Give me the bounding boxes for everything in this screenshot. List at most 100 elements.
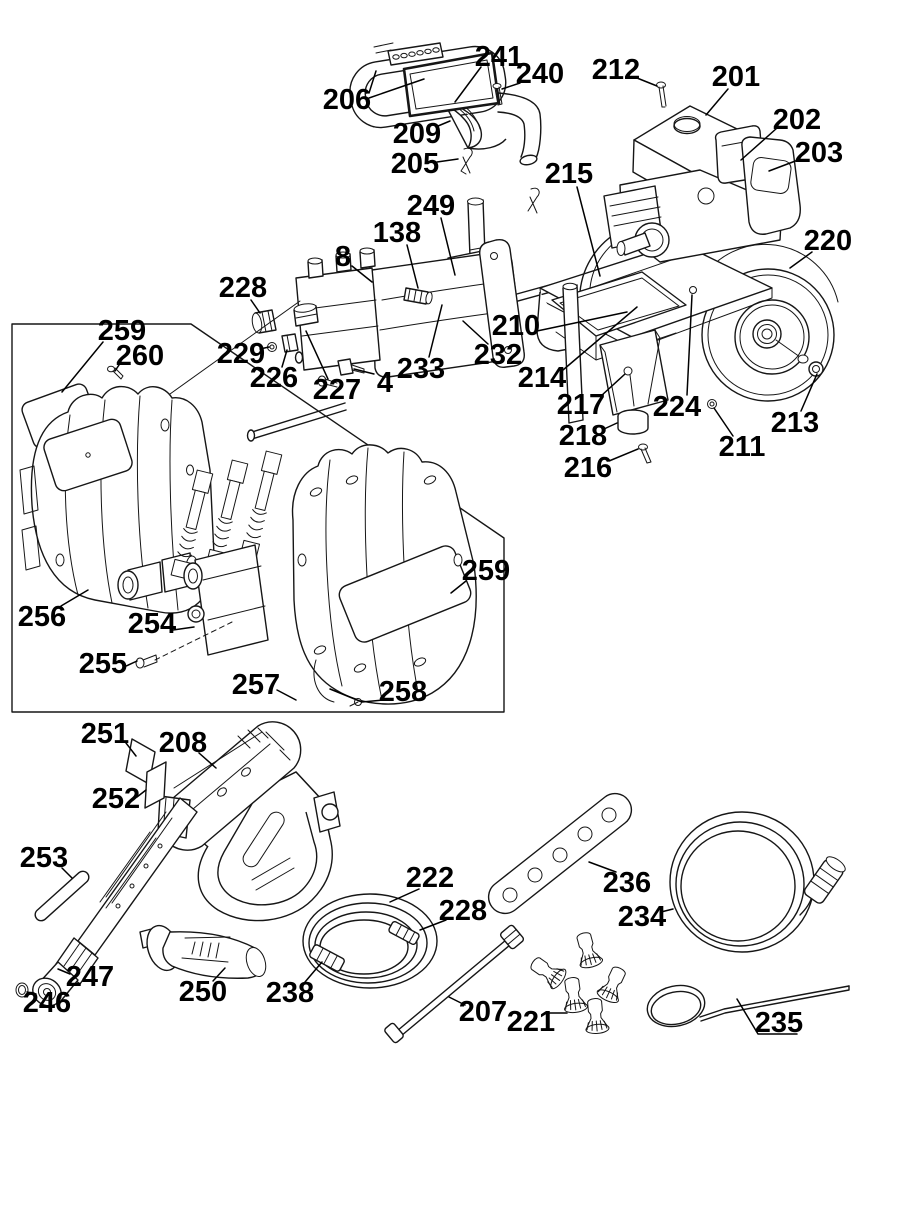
callout-label-205: 205	[391, 148, 439, 180]
callout-leader-233	[428, 304, 443, 358]
callout-label-251: 251	[81, 718, 129, 750]
callout-leader-228	[419, 919, 447, 931]
cleaning-tool-art	[646, 984, 850, 1028]
callout-label-259: 259	[98, 315, 146, 347]
callout-label-210: 210	[492, 310, 540, 342]
callout-leader-8	[351, 265, 373, 283]
callout-leader-247	[57, 968, 71, 975]
callout-leader-246	[26, 991, 37, 995]
callout-label-227: 227	[313, 374, 361, 406]
callout-leader-260	[114, 361, 122, 372]
callout-label-235: 235	[755, 1007, 803, 1039]
callout-label-233: 233	[397, 353, 445, 385]
callout-label-220: 220	[804, 225, 852, 257]
callout-leader-228	[250, 299, 261, 314]
callout-leader-214	[562, 306, 638, 371]
callout-label-249: 249	[407, 190, 455, 222]
callout-leader-222	[389, 888, 420, 903]
callout-leader-224	[686, 294, 693, 396]
lance-art	[15, 797, 198, 1007]
callout-label-209: 209	[393, 118, 441, 150]
callout-label-238: 238	[266, 977, 314, 1009]
engine-art	[603, 81, 801, 263]
nozzle-holder-art	[487, 792, 633, 915]
siphon-hose-art	[669, 811, 846, 953]
callout-label-138: 138	[373, 217, 421, 249]
callout-label-206: 206	[323, 84, 371, 116]
callout-label-228: 228	[219, 272, 267, 304]
callout-leader-215	[576, 186, 601, 277]
inset-box-art	[11, 300, 505, 713]
callout-label-234: 234	[618, 901, 666, 933]
callout-leader-258	[329, 688, 384, 703]
wand-art	[384, 924, 525, 1044]
callout-leader-202	[740, 127, 778, 161]
callout-leader-203	[768, 159, 799, 172]
callout-leader-257	[276, 689, 297, 701]
callout-leader-259	[61, 341, 104, 393]
callout-leader-138	[406, 244, 419, 289]
callout-leader-234	[660, 908, 674, 913]
callout-label-259: 259	[462, 555, 510, 587]
callout-leader-208	[198, 752, 217, 769]
callout-leader-236	[588, 861, 617, 873]
callout-leader-251	[125, 742, 137, 757]
callout-label-208: 208	[159, 727, 207, 759]
callout-label-214: 214	[518, 362, 566, 394]
callout-leader-206	[368, 70, 377, 94]
callout-leader-259	[450, 580, 467, 594]
callout-label-201: 201	[712, 61, 760, 93]
callout-leader-216	[608, 448, 639, 462]
callout-label-202: 202	[773, 104, 821, 136]
callout-leader-210	[536, 311, 628, 332]
side-grip-art	[139, 924, 267, 979]
callout-label-257: 257	[232, 669, 280, 701]
callout-leader-206	[368, 78, 425, 99]
callout-leader-250	[212, 967, 226, 982]
callout-label-250: 250	[179, 976, 227, 1008]
callout-label-218: 218	[559, 420, 607, 452]
callout-label-241: 241	[475, 41, 523, 73]
callout-leader-212	[636, 77, 658, 87]
callout-leader-218	[603, 422, 618, 430]
callout-leader-4	[353, 368, 375, 375]
callout-leader-238	[304, 961, 323, 983]
callout-leader-254	[172, 626, 195, 631]
callout-label-256: 256	[18, 601, 66, 633]
callout-leader-255	[123, 660, 138, 668]
callout-label-252: 252	[92, 783, 140, 815]
callout-label-211: 211	[719, 431, 766, 463]
callout-leader-241	[454, 66, 482, 103]
callout-label-203: 203	[795, 137, 843, 169]
callout-label-247: 247	[66, 961, 114, 993]
callout-label-216: 216	[564, 452, 612, 484]
callout-label-221: 221	[507, 1006, 555, 1038]
callout-label-246: 246	[23, 987, 71, 1019]
callout-leader-256	[60, 589, 89, 607]
callout-label-224: 224	[653, 391, 701, 423]
callout-label-213: 213	[771, 407, 819, 439]
pump-assembly-art	[251, 239, 525, 388]
callout-leader-226	[281, 349, 288, 368]
callout-label-254: 254	[128, 608, 176, 640]
callout-label-240: 240	[516, 58, 564, 90]
callout-leader-240	[501, 82, 521, 90]
callout-label-8: 8	[335, 241, 351, 273]
callout-leader-253	[61, 867, 73, 879]
callout-label-255: 255	[79, 648, 127, 680]
callout-label-222: 222	[406, 862, 454, 894]
callout-leader-201	[705, 88, 729, 116]
callout-label-236: 236	[603, 867, 651, 899]
callout-leader-235	[736, 998, 798, 1035]
callout-leader-229	[259, 346, 270, 350]
callout-label-4: 4	[377, 367, 393, 399]
callout-leader-220	[789, 251, 813, 269]
callout-leader-249	[440, 217, 456, 276]
callout-leader-211	[713, 407, 734, 437]
callout-leader-207	[448, 996, 466, 1006]
callout-label-215: 215	[545, 158, 593, 190]
pressure-hose-art	[302, 893, 438, 989]
callout-leader-232	[462, 320, 489, 345]
